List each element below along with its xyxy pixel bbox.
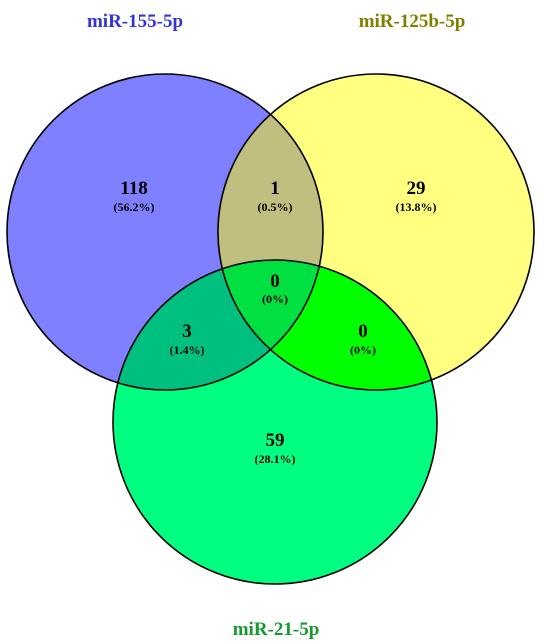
outline-mir-125b-5p: [217, 73, 535, 391]
percent-ab: (0.5%): [258, 200, 293, 214]
percent-ac: (1.4%): [170, 343, 205, 357]
set-title-c: miR-21-5p: [233, 619, 320, 640]
count-abc: 0: [270, 271, 280, 292]
count-bc: 0: [358, 321, 368, 342]
count-c-only: 59: [266, 430, 285, 451]
percent-abc: (0%): [262, 292, 288, 306]
outline-mir-21-5p: [112, 259, 438, 585]
count-a-only: 118: [120, 178, 147, 199]
set-title-a: miR-155-5p: [87, 11, 183, 32]
set-title-b: miR-125b-5p: [359, 11, 466, 32]
count-ab: 1: [270, 178, 280, 199]
percent-a-only: (56.2%): [114, 200, 155, 214]
count-ac: 3: [182, 321, 192, 342]
percent-bc: (0%): [350, 343, 376, 357]
region-ac-overlap: [113, 260, 323, 390]
region-bc-overlap: [218, 260, 437, 390]
outline-mir-155-5p: [6, 73, 324, 391]
percent-b-only: (13.8%): [396, 200, 437, 214]
percent-c-only: (28.1%): [255, 452, 296, 466]
count-b-only: 29: [407, 178, 426, 199]
